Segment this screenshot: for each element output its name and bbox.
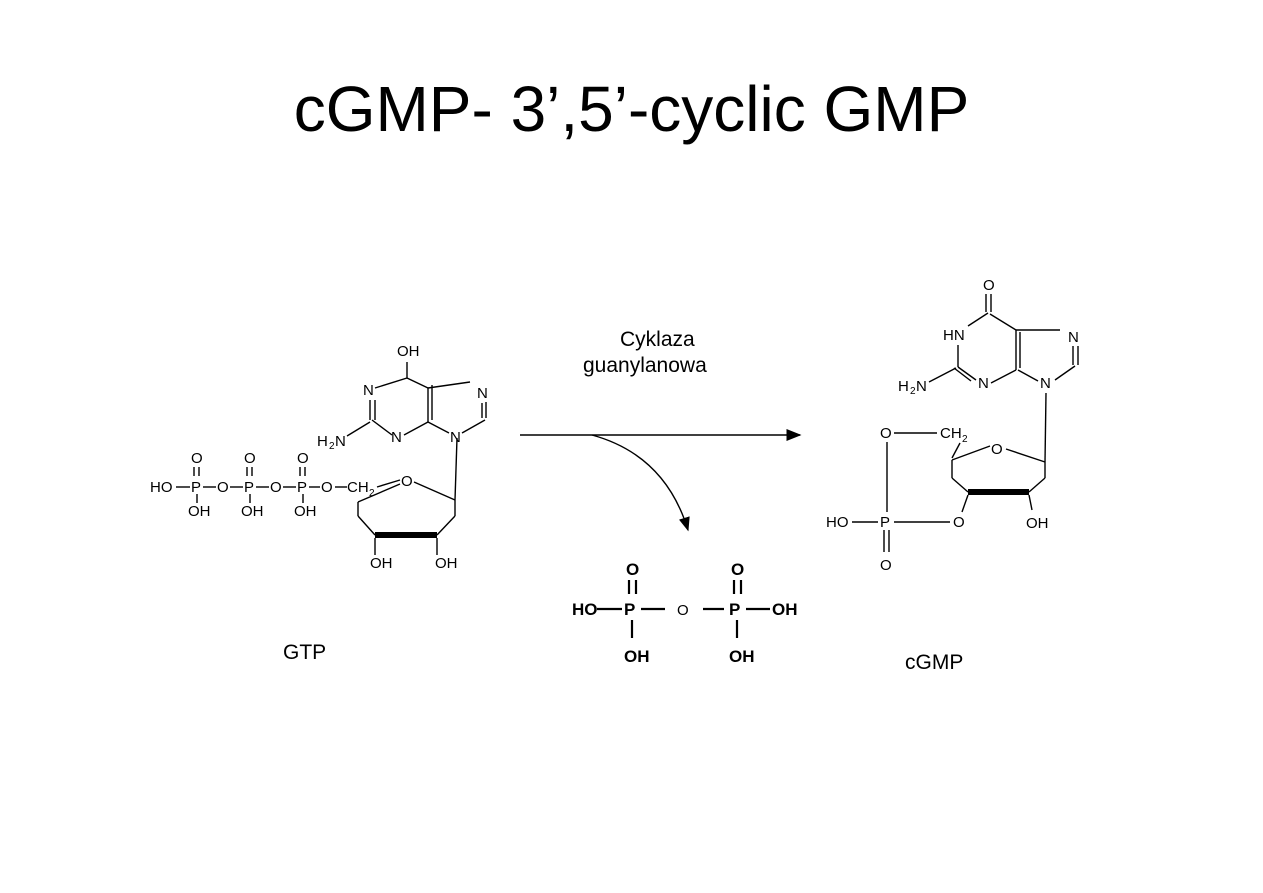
cgmp-structure: O HN N H 2 N N N O CH 2 O — [826, 277, 1079, 574]
svg-text:2: 2 — [962, 434, 968, 445]
svg-text:O: O — [677, 602, 689, 619]
svg-text:OH: OH — [397, 343, 420, 360]
gtp-p2: P — [244, 479, 254, 496]
svg-text:O: O — [983, 277, 995, 294]
gtp-ho-label: HO — [150, 479, 173, 496]
svg-text:P: P — [624, 600, 635, 619]
svg-text:P: P — [880, 514, 890, 531]
svg-text:N: N — [1068, 329, 1079, 346]
svg-text:OH: OH — [772, 600, 798, 619]
svg-text:HO: HO — [572, 600, 598, 619]
svg-text:O: O — [880, 557, 892, 574]
svg-text:N: N — [978, 375, 989, 392]
gtp-ch2: CH — [347, 479, 369, 496]
svg-text:N: N — [916, 378, 927, 395]
svg-text:O: O — [731, 560, 744, 579]
svg-text:OH: OH — [1026, 515, 1049, 532]
svg-text:OH: OH — [370, 555, 393, 572]
svg-text:OH: OH — [729, 647, 755, 666]
svg-text:N: N — [450, 429, 461, 446]
svg-text:O: O — [953, 514, 965, 531]
svg-text:OH: OH — [435, 555, 458, 572]
svg-text:N: N — [1040, 375, 1051, 392]
svg-text:2: 2 — [369, 488, 375, 499]
gtp-label: GTP — [283, 641, 327, 664]
svg-text:O: O — [626, 560, 639, 579]
svg-text:H: H — [317, 433, 328, 450]
svg-text:2: 2 — [910, 386, 916, 397]
svg-text:P: P — [729, 600, 740, 619]
svg-text:N: N — [391, 429, 402, 446]
gtp-structure: HO P O P O P O CH 2 O OH O OH O OH O — [150, 343, 488, 572]
pyrophosphate-structure: O HO P O OH O P OH OH — [572, 560, 798, 666]
svg-text:N: N — [363, 382, 374, 399]
svg-text:O: O — [244, 450, 256, 467]
svg-text:O: O — [991, 441, 1003, 458]
gtp-p1: P — [191, 479, 201, 496]
svg-text:O: O — [297, 450, 309, 467]
svg-text:N: N — [335, 433, 346, 450]
svg-text:OH: OH — [294, 503, 317, 520]
svg-text:HN: HN — [943, 327, 965, 344]
cgmp-label: cGMP — [905, 651, 964, 674]
gtp-ring-o: O — [401, 473, 413, 490]
gtp-o3: O — [321, 479, 333, 496]
gtp-o2: O — [270, 479, 282, 496]
svg-text:O: O — [191, 450, 203, 467]
svg-text:OH: OH — [188, 503, 211, 520]
svg-text:H: H — [898, 378, 909, 395]
slide-title: cGMP- 3’,5’-cyclic GMP — [293, 73, 970, 145]
svg-text:HO: HO — [826, 514, 849, 531]
svg-text:O: O — [880, 425, 892, 442]
gtp-p3: P — [297, 479, 307, 496]
svg-text:2: 2 — [329, 441, 335, 452]
enzyme-label-line2: guanylanowa — [583, 354, 707, 377]
svg-text:OH: OH — [241, 503, 264, 520]
svg-text:OH: OH — [624, 647, 650, 666]
pyrophosphate-release-arrow — [591, 434, 690, 532]
enzyme-label-line1: Cyklaza — [620, 328, 695, 351]
svg-text:N: N — [477, 385, 488, 402]
gtp-o1: O — [217, 479, 229, 496]
svg-text:CH: CH — [940, 425, 962, 442]
